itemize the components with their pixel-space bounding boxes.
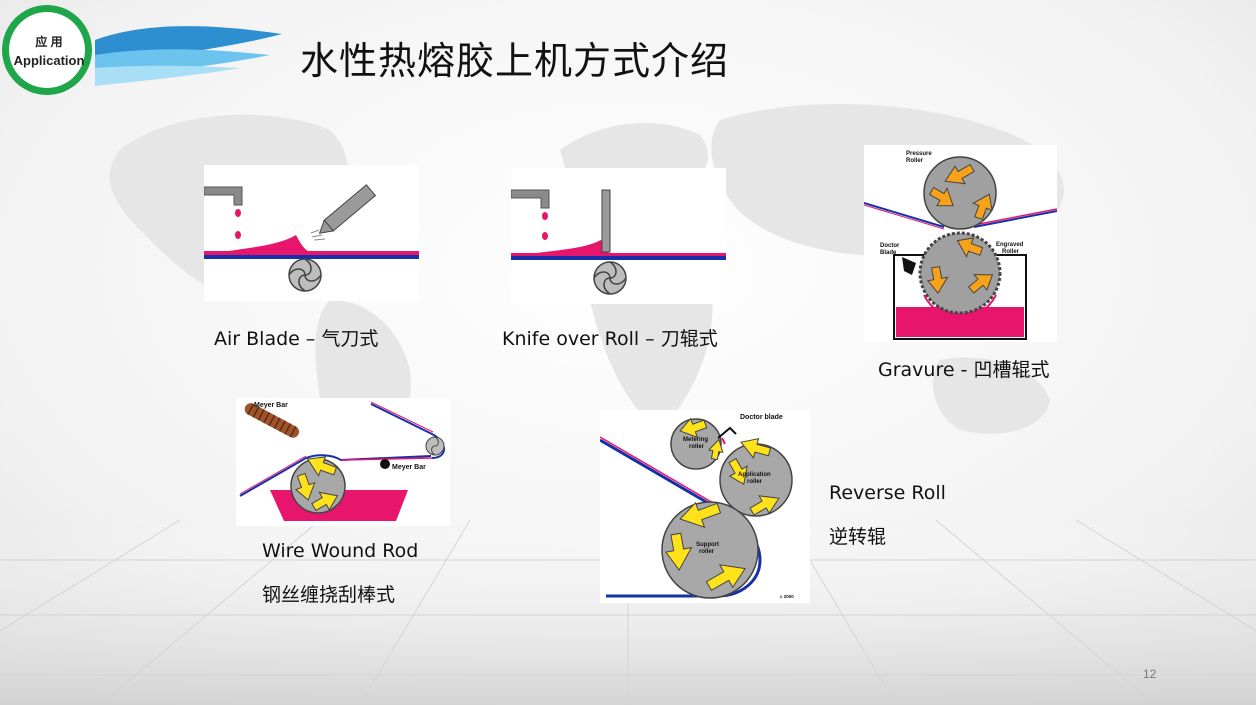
page-number: 12 (1143, 667, 1157, 681)
support-roller-label-1: Support (696, 542, 719, 548)
doctor-blade-label: Doctor blade (740, 414, 783, 421)
knife-over-roll-diagram (510, 168, 726, 304)
doctor-blade-label-2: Blade (880, 250, 897, 256)
application-badge: 应 用 Application (0, 0, 98, 98)
meyer-bar-side-label: Meyer Bar (392, 464, 426, 471)
header-swoosh (95, 26, 282, 86)
application-roller-label-1: Application (738, 472, 771, 478)
gravure-diagram: Pressure Roller Doctor Blade Engraved Ro… (863, 145, 1058, 342)
knife-over-roll-caption: Knife over Roll – 刀辊式 (502, 328, 718, 350)
air-blade-caption: Air Blade – 气刀式 (214, 328, 379, 350)
reverse-roll-caption-cn: 逆转辊 (829, 526, 887, 548)
doctor-blade-label-1: Doctor (880, 243, 900, 249)
reverse-roll-diagram: Doctor blade Metering roller Application… (599, 410, 810, 603)
pressure-roller-label-2: Roller (906, 158, 924, 164)
pressure-roller-label-1: Pressure (906, 151, 932, 157)
badge-circle-icon (2, 5, 92, 95)
badge-line-2: Application (13, 53, 85, 68)
engraved-roller-label-2: Roller (1002, 249, 1020, 255)
wire-wound-rod-caption-cn: 钢丝缠挠刮棒式 (262, 584, 396, 606)
air-blade-diagram (203, 165, 419, 301)
reverse-roll-caption-en: Reverse Roll (829, 482, 946, 504)
meyer-bar-top-label: Meyer Bar (254, 402, 288, 409)
metering-roller-label-2: roller (689, 444, 705, 450)
badge-line-1: 应 用 (35, 35, 63, 49)
wire-wound-rod-caption-en: Wire Wound Rod (262, 540, 419, 562)
application-roller-label-2: roller (747, 479, 763, 485)
wire-wound-rod-diagram: Meyer Bar Meyer Bar (236, 398, 450, 526)
metering-roller-label-1: Metering (683, 437, 708, 443)
support-roller-label-2: roller (699, 549, 715, 555)
gravure-caption: Gravure - 凹槽辊式 (878, 359, 1050, 381)
engraved-roller-label-1: Engraved (996, 242, 1024, 248)
copyright-label: c 2000 (780, 594, 794, 599)
slide-title: 水性热熔胶上机方式介绍 (300, 39, 730, 83)
